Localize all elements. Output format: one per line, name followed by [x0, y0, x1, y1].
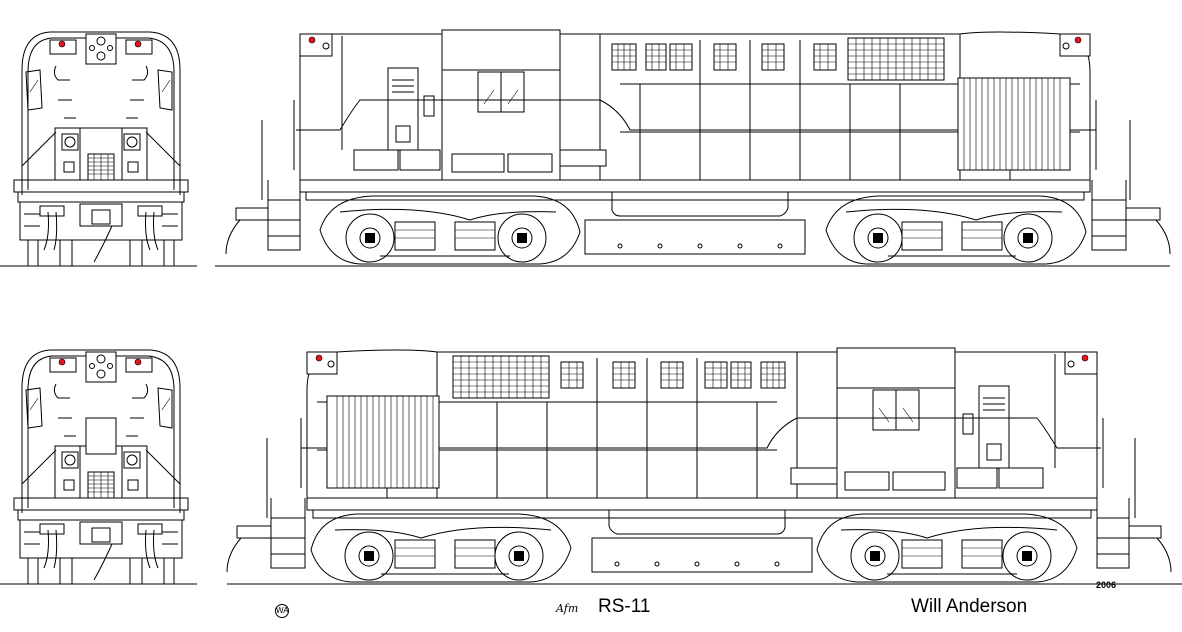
author-name: Will Anderson — [911, 596, 1028, 617]
side-view-right — [226, 347, 1182, 585]
signature-mark: Afm — [556, 602, 579, 615]
drawing-year: 2006 — [1096, 580, 1117, 590]
rear-end-view — [0, 349, 198, 585]
rear-end-hood-door — [85, 417, 117, 455]
monogram-icon: WA — [275, 604, 289, 618]
side-view-left — [214, 29, 1171, 267]
drawing-title: RS-11 — [598, 596, 651, 617]
front-end-view — [0, 31, 198, 267]
